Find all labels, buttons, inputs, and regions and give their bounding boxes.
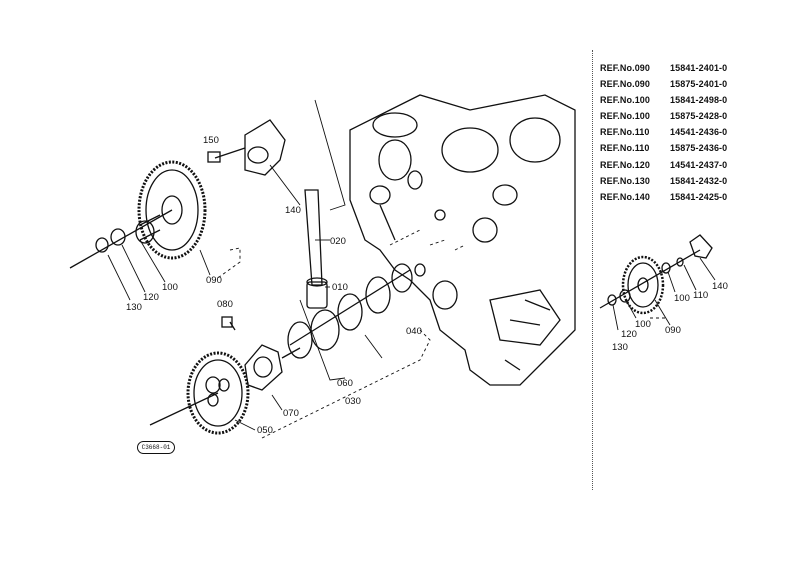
label-050: 050 — [257, 425, 273, 436]
cam-plate — [221, 316, 283, 391]
right-label-110: 110 — [693, 290, 708, 301]
engine-block — [349, 94, 576, 386]
right-label-120: 120 — [621, 329, 637, 340]
label-120: 120 — [143, 292, 159, 303]
tappet — [306, 277, 328, 309]
idle-gear-left — [69, 160, 207, 269]
drawing-code-badge: C3668-01 — [137, 441, 175, 454]
push-rod — [304, 189, 323, 286]
right-label-100b: 100 — [674, 293, 690, 304]
bracket-140 — [207, 119, 286, 176]
label-060: 060 — [337, 378, 353, 389]
label-020: 020 — [330, 236, 346, 247]
label-080: 080 — [217, 299, 233, 310]
right-label-130: 130 — [612, 342, 628, 353]
label-100: 100 — [162, 282, 178, 293]
label-070: 070 — [283, 408, 299, 419]
cam-gear — [149, 351, 250, 435]
right-label-140: 140 — [712, 281, 728, 292]
label-130: 130 — [126, 302, 142, 313]
label-150: 150 — [203, 135, 219, 146]
label-140: 140 — [285, 205, 301, 216]
divider-line — [592, 50, 593, 490]
right-label-090: 090 — [665, 325, 681, 336]
leader-lines — [107, 99, 716, 431]
idle-gear-right — [599, 234, 713, 315]
label-090: 090 — [206, 275, 222, 286]
label-040: 040 — [406, 326, 422, 337]
right-label-100: 100 — [635, 319, 651, 330]
camshaft — [281, 263, 426, 359]
label-010: 010 — [332, 282, 348, 293]
dashed-group-lines — [214, 229, 665, 439]
label-030: 030 — [345, 396, 361, 407]
